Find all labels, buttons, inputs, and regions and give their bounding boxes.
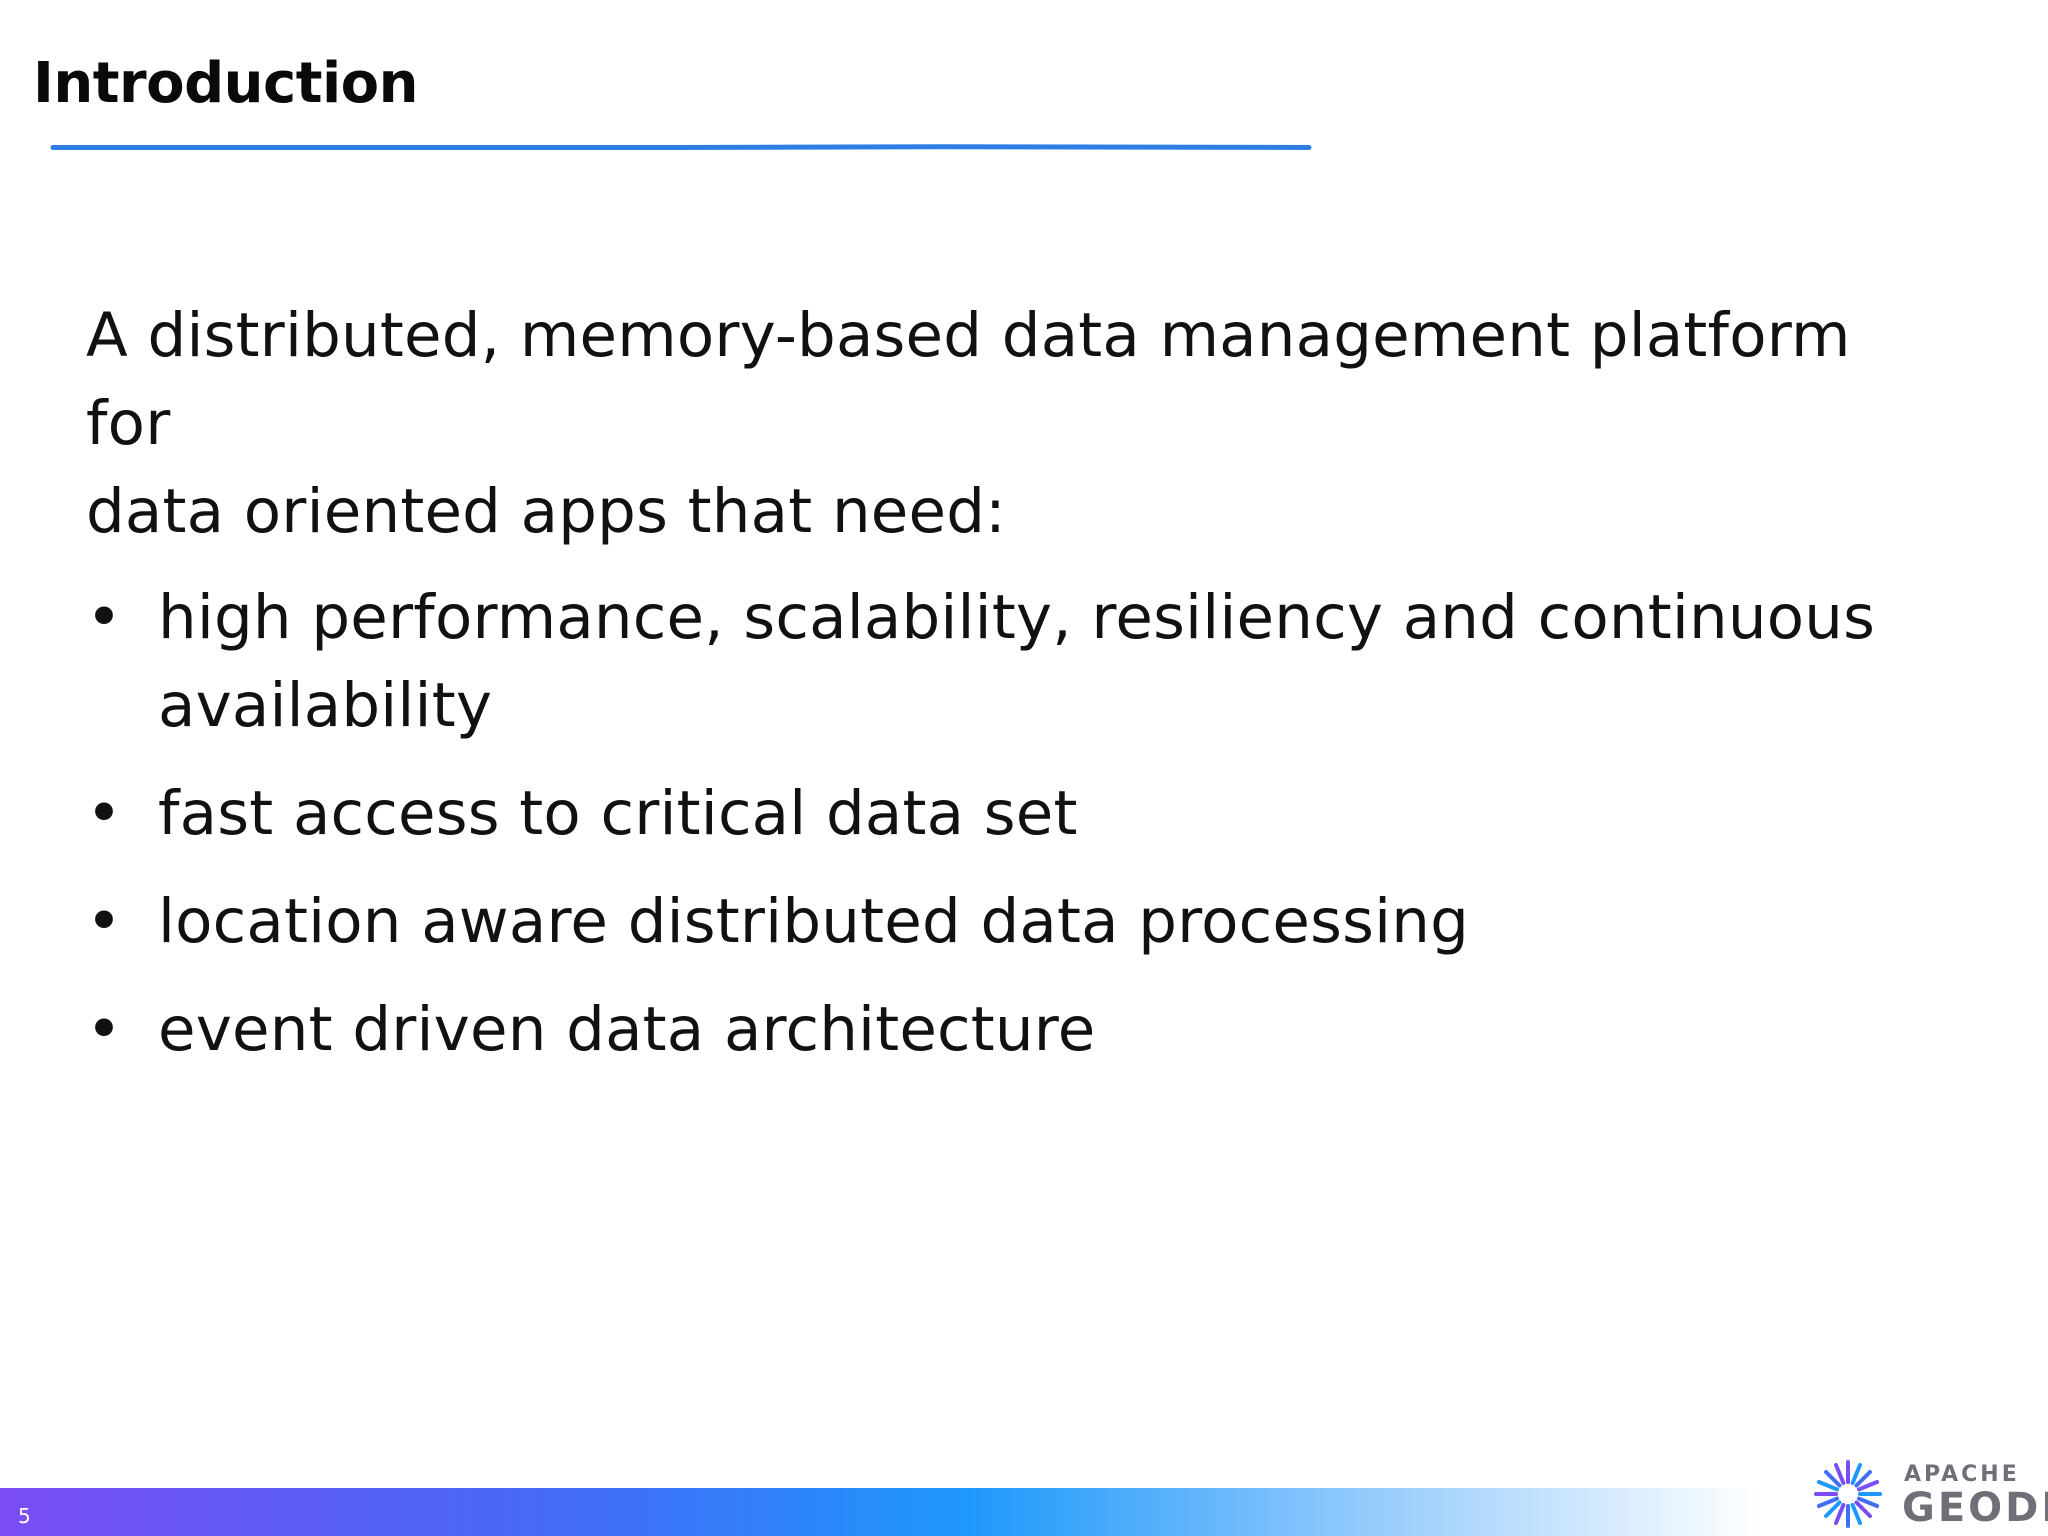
bullet-text-line-2: availability xyxy=(158,670,493,741)
bullet-item-fast-access: • fast access to critical data set xyxy=(86,770,1936,858)
bullet-marker: • xyxy=(86,778,123,849)
footer-gradient-bar xyxy=(0,1488,1760,1536)
intro-line-2: data oriented apps that need: xyxy=(86,476,1006,547)
bullet-text: fast access to critical data set xyxy=(158,778,1078,849)
bullet-marker: • xyxy=(86,886,123,957)
apache-geode-burst-icon xyxy=(1814,1460,1882,1528)
bullet-text: location aware distributed data processi… xyxy=(158,886,1469,957)
logo-text-geode: GEODE xyxy=(1902,1485,2048,1531)
slide-title: Introduction xyxy=(33,51,419,116)
intro-line-1: A distributed, memory-based data managem… xyxy=(86,300,1851,459)
logo-text-apache: APACHE xyxy=(1904,1462,2020,1487)
bullet-text-line-1: high performance, scalability, resilienc… xyxy=(158,582,1876,653)
bullet-list: • high performance, scalability, resilie… xyxy=(86,574,1936,1074)
bullet-marker: • xyxy=(86,582,123,653)
bullet-item-event-driven: • event driven data architecture xyxy=(86,986,1936,1074)
apache-geode-logo: APACHE GEODE xyxy=(1808,1450,2048,1536)
page-number: 5 xyxy=(18,1504,31,1528)
bullet-text: event driven data architecture xyxy=(158,994,1096,1065)
intro-paragraph: A distributed, memory-based data managem… xyxy=(86,292,1936,556)
title-underline xyxy=(50,144,1312,151)
bullet-item-performance: • high performance, scalability, resilie… xyxy=(86,574,1898,750)
slide-body: A distributed, memory-based data managem… xyxy=(86,292,1936,1074)
bullet-item-location-aware: • location aware distributed data proces… xyxy=(86,878,1936,966)
bullet-marker: • xyxy=(86,994,123,1065)
